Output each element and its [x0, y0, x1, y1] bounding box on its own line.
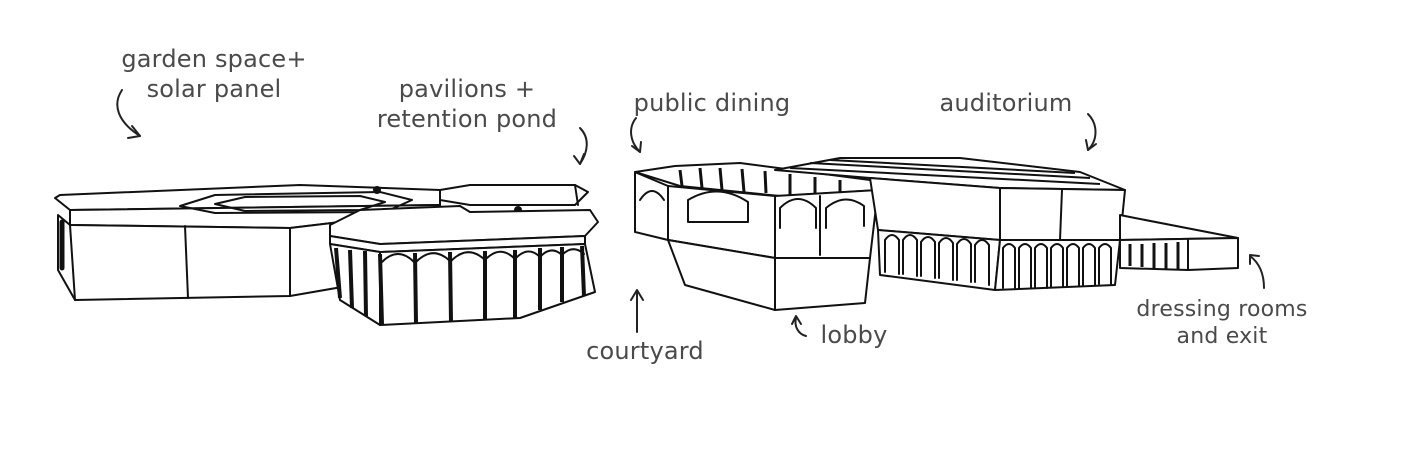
garden-arrow [116, 89, 141, 137]
pavilion-colonnade [329, 205, 599, 326]
courtyard-label: courtyard [586, 337, 704, 365]
auditorium-building [774, 157, 1126, 291]
dressing-label-line2: and exit [1176, 324, 1268, 349]
lobby-building [634, 162, 881, 311]
lobby-arrow [794, 317, 807, 337]
pavilions-label: pavilions + retention pond [356, 74, 578, 134]
dressing-wing [1119, 214, 1239, 271]
garden-label-line2: solar panel [146, 75, 282, 103]
pavilions-arrow [579, 127, 588, 165]
lobby-label: lobby [820, 321, 888, 349]
garden-label: garden space+ solar panel [104, 44, 324, 104]
dressing-arrow [1249, 255, 1265, 289]
pavilions-label-line1: pavilions + [398, 75, 536, 103]
public-dining-label: public dining [633, 89, 791, 117]
dressing-label: dressing rooms and exit [1120, 296, 1324, 350]
garden-label-line1: garden space+ [121, 45, 307, 73]
pavilions-label-line2: retention pond [376, 105, 558, 133]
dressing-label-line1: dressing rooms [1136, 297, 1308, 322]
annotation-arrows [116, 89, 1265, 337]
auditorium-label: auditorium [939, 89, 1073, 117]
